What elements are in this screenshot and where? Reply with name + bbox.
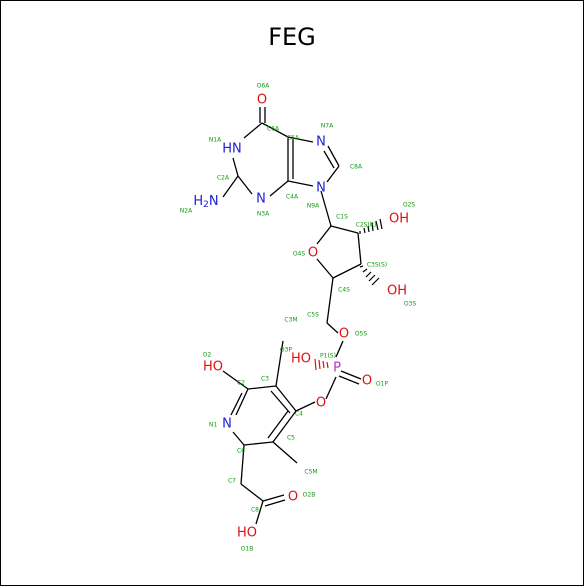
atom-o6a: O xyxy=(257,93,267,108)
label-c2s: C2S(R) xyxy=(356,222,377,229)
bond-layer xyxy=(222,107,383,525)
atom-n9a: N xyxy=(316,181,326,196)
atom-p1s: P xyxy=(333,361,341,376)
label-o3s: O3S xyxy=(404,301,417,308)
label-o2s: O2S xyxy=(403,202,416,209)
atom-o3p: O xyxy=(316,396,326,411)
label-c3s: C3S(S) xyxy=(367,262,387,269)
label-o2b: O2B xyxy=(303,492,316,499)
label-c4: C4 xyxy=(295,411,303,418)
label-o4s: O4S xyxy=(293,251,306,258)
hashed-bond-c3s xyxy=(359,265,380,286)
atom-n2a: H2N xyxy=(193,194,218,210)
atom-o5s: O xyxy=(339,327,349,342)
atom-n3a: N xyxy=(256,192,266,207)
label-o6a: O6A xyxy=(257,83,271,90)
label-n2a: N2A xyxy=(180,208,193,215)
label-c4a: C4A xyxy=(286,194,299,201)
atom-symbol-layer: O HN N N N H2N OH O OH O P HO O O HO N O… xyxy=(193,93,409,541)
atom-n1: N xyxy=(222,417,232,432)
label-c3: C3 xyxy=(261,376,269,383)
label-c2: C2 xyxy=(237,380,245,387)
label-c5m: C5M xyxy=(304,469,317,476)
label-c3m: C3M xyxy=(284,317,297,324)
label-n1a: N1A xyxy=(209,137,222,144)
label-n9a: N9A xyxy=(307,203,320,210)
label-o5s: O5S xyxy=(355,331,368,338)
atom-o2s: OH xyxy=(389,212,409,227)
atom-label-layer: O6A C6A N1A C5A N7A C8A C2A N2A N3A C4A … xyxy=(180,83,417,553)
label-c2a: C2A xyxy=(217,175,230,182)
label-o3p: O3P xyxy=(280,347,293,354)
label-n3a: N3A xyxy=(257,211,270,218)
label-c7: C7 xyxy=(228,478,236,485)
atom-o1b: HO xyxy=(237,526,257,541)
hashed-bond-p xyxy=(314,358,329,371)
atom-o2p: HO xyxy=(291,352,311,367)
atom-o4s: O xyxy=(308,246,318,261)
label-o2: O2 xyxy=(203,352,212,359)
label-c6: C6 xyxy=(237,448,245,455)
molecule-title: FEG xyxy=(268,23,316,51)
atom-o1p: O xyxy=(362,374,372,389)
label-c5a: C5A xyxy=(287,135,300,142)
atom-o2: HO xyxy=(203,360,223,375)
label-c5: C5 xyxy=(287,435,295,442)
label-c8: C8 xyxy=(251,507,259,514)
atom-o2b: O xyxy=(288,490,298,505)
atom-o3s: OH xyxy=(387,284,407,299)
label-n1: N1 xyxy=(209,422,217,429)
atom-n1a: HN xyxy=(222,142,242,157)
atom-n7a: N xyxy=(316,135,326,150)
label-c4s: C4S xyxy=(338,287,350,294)
label-c6a: C6A xyxy=(267,126,280,133)
label-p1s: P1(S) xyxy=(320,353,336,360)
label-c8a: C8A xyxy=(350,164,363,171)
label-c1s: C1S xyxy=(336,214,348,221)
label-o1p: O1P xyxy=(376,381,389,388)
hashed-bond-c2s xyxy=(359,218,383,234)
label-n7a: N7A xyxy=(321,123,334,130)
label-o1b: O1B xyxy=(241,546,254,553)
label-c5s: C5S xyxy=(307,312,319,319)
